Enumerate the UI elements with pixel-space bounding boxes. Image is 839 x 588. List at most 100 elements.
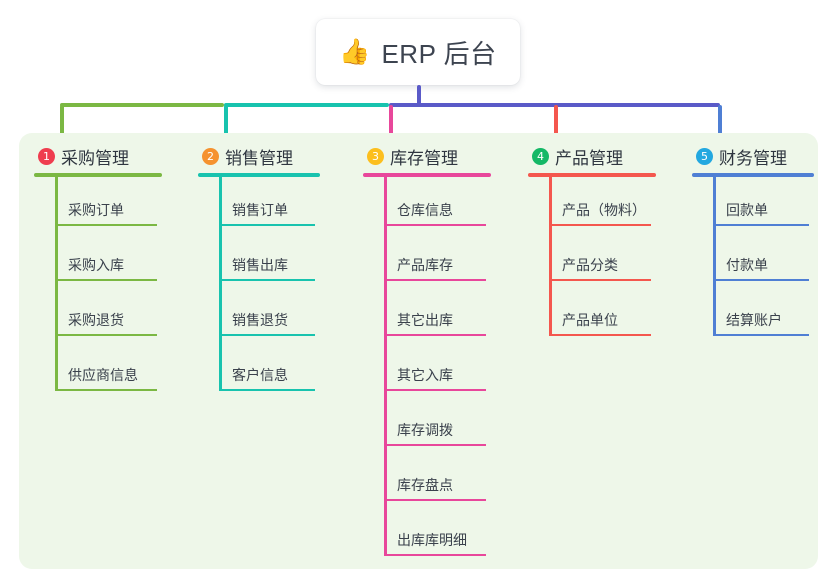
leaf-item-label: 销售订单 (232, 202, 288, 218)
branch-title-5: 财务管理 (719, 148, 787, 168)
leaf-item-rule (219, 334, 315, 336)
leaf-item[interactable]: 供应商信息 (34, 342, 162, 397)
leaf-item-rule (219, 224, 315, 226)
leaf-item-rule (384, 444, 486, 446)
branch-rule-1 (34, 173, 162, 177)
leaf-item-rule (384, 224, 486, 226)
leaf-item[interactable]: 产品（物料） (528, 177, 656, 232)
leaf-item[interactable]: 销售出库 (198, 232, 320, 287)
leaf-item-label: 结算账户 (726, 312, 782, 328)
branch-title-4: 产品管理 (555, 148, 623, 168)
branch-title-1: 采购管理 (61, 148, 129, 168)
leaf-item-rule (713, 279, 809, 281)
branches-panel (19, 133, 818, 569)
branch-header-4[interactable]: 4 产品管理 (528, 143, 656, 169)
drop-connector-2 (224, 105, 228, 143)
branch-items-1: 采购订单采购入库采购退货供应商信息 (34, 177, 162, 397)
branch-rule-3 (363, 173, 491, 177)
drop-connector-4 (554, 105, 558, 137)
leaf-item-label: 其它出库 (397, 312, 453, 328)
leaf-item-rule (384, 334, 486, 336)
leaf-item-rule (384, 279, 486, 281)
leaf-item[interactable]: 库存调拨 (363, 397, 491, 452)
leaf-item[interactable]: 出库库明细 (363, 507, 491, 562)
leaf-item[interactable]: 其它入库 (363, 342, 491, 397)
leaf-item[interactable]: 产品库存 (363, 232, 491, 287)
drop-connector-5 (718, 105, 722, 143)
branch-items-3: 仓库信息产品库存其它出库其它入库库存调拨库存盘点出库库明细 (363, 177, 491, 562)
branch-title-2: 销售管理 (225, 148, 293, 168)
leaf-item[interactable]: 销售订单 (198, 177, 320, 232)
leaf-item-rule (219, 389, 315, 391)
branch-column-5[interactable]: 5 财务管理回款单付款单结算账户 (692, 143, 814, 342)
leaf-item-label: 采购订单 (68, 202, 124, 218)
root-node-title: ERP 后台 (381, 38, 497, 69)
branch-badge-3: 3 (367, 147, 384, 165)
leaf-item-rule (55, 279, 157, 281)
leaf-item[interactable]: 采购入库 (34, 232, 162, 287)
branch-items-4: 产品（物料） 产品分类产品单位 (528, 177, 656, 342)
leaf-item-label: 销售退货 (232, 312, 288, 328)
leaf-item-label: 库存盘点 (397, 477, 453, 493)
leaf-item[interactable]: 采购退货 (34, 287, 162, 342)
leaf-item-label: 库存调拨 (397, 422, 453, 438)
leaf-item[interactable]: 回款单 (692, 177, 814, 232)
leaf-item-rule (713, 224, 809, 226)
leaf-item-label: 产品库存 (397, 257, 453, 273)
leaf-item[interactable]: 其它出库 (363, 287, 491, 342)
branch-items-5: 回款单付款单结算账户 (692, 177, 814, 342)
root-node[interactable]: 👍 ERP 后台 (316, 19, 520, 85)
leaf-item[interactable]: 付款单 (692, 232, 814, 287)
leaf-item-label: 采购入库 (68, 257, 124, 273)
leaf-item-label: 付款单 (726, 257, 768, 273)
leaf-item-label: 出库库明细 (397, 532, 467, 548)
branch-column-3[interactable]: 3 库存管理仓库信息产品库存其它出库其它入库库存调拨库存盘点出库库明细 (363, 143, 491, 562)
leaf-item-label: 产品（物料） (562, 202, 646, 218)
drop-connector-3 (389, 105, 393, 137)
bus-segment-1 (60, 103, 224, 107)
leaf-item[interactable]: 采购订单 (34, 177, 162, 232)
branch-spine-1 (55, 177, 58, 391)
branch-rule-5 (692, 173, 814, 177)
branch-badge-4: 4 (532, 147, 549, 165)
leaf-item[interactable]: 产品单位 (528, 287, 656, 342)
leaf-item-label: 回款单 (726, 202, 768, 218)
leaf-item-label: 产品单位 (562, 312, 618, 328)
branch-rule-2 (198, 173, 320, 177)
branch-items-2: 销售订单销售出库销售退货客户信息 (198, 177, 320, 397)
leaf-item[interactable]: 结算账户 (692, 287, 814, 342)
branch-header-3[interactable]: 3 库存管理 (363, 143, 491, 169)
leaf-item-rule (219, 279, 315, 281)
leaf-item[interactable]: 仓库信息 (363, 177, 491, 232)
branch-column-4[interactable]: 4 产品管理产品（物料） 产品分类产品单位 (528, 143, 656, 342)
leaf-item-label: 产品分类 (562, 257, 618, 273)
leaf-item-rule (55, 389, 157, 391)
leaf-item-rule (55, 224, 157, 226)
leaf-item[interactable]: 销售退货 (198, 287, 320, 342)
drop-connector-1 (60, 105, 64, 143)
branch-title-3: 库存管理 (390, 148, 458, 168)
branch-spine-2 (219, 177, 222, 391)
branch-spine-5 (713, 177, 716, 336)
branch-spine-3 (384, 177, 387, 556)
leaf-item[interactable]: 产品分类 (528, 232, 656, 287)
branch-badge-5: 5 (696, 147, 713, 165)
leaf-item-label: 采购退货 (68, 312, 124, 328)
branch-rule-4 (528, 173, 656, 177)
leaf-item-label: 销售出库 (232, 257, 288, 273)
leaf-item-label: 仓库信息 (397, 202, 453, 218)
branch-header-5[interactable]: 5 财务管理 (692, 143, 814, 169)
leaf-item-rule (384, 554, 486, 556)
leaf-item[interactable]: 客户信息 (198, 342, 320, 397)
root-stem-connector (417, 85, 421, 105)
leaf-item-rule (549, 334, 651, 336)
leaf-item-label: 供应商信息 (68, 367, 138, 383)
leaf-item-rule (55, 334, 157, 336)
leaf-item-rule (549, 279, 651, 281)
leaf-item[interactable]: 库存盘点 (363, 452, 491, 507)
